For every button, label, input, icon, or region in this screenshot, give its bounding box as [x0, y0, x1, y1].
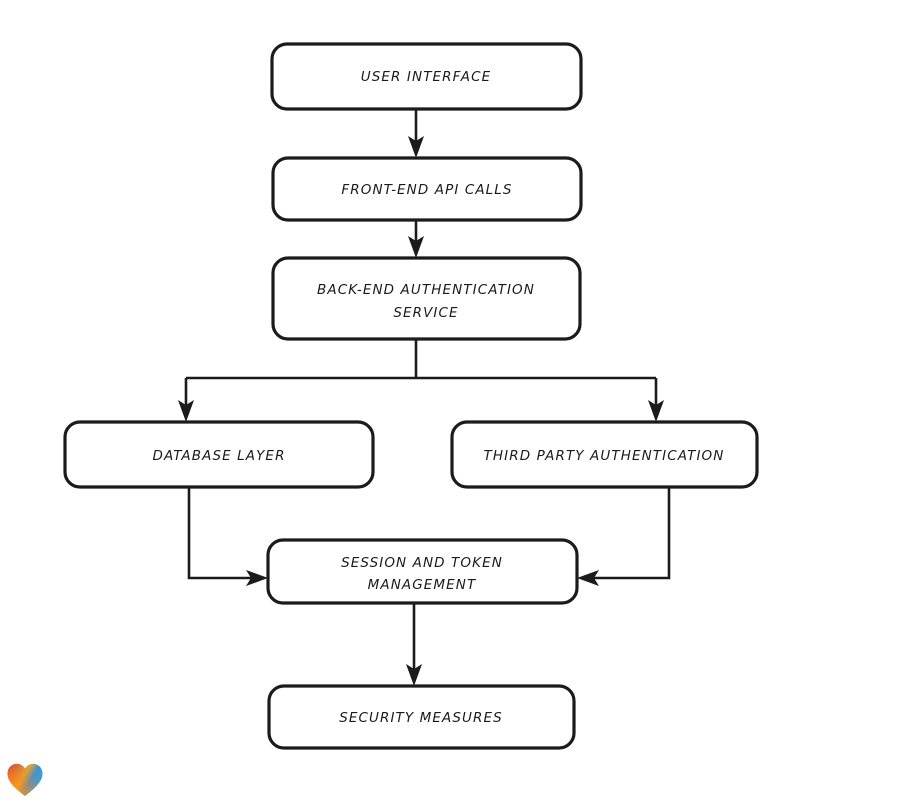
- node-security-measures-box[interactable]: [267, 684, 576, 750]
- node-user-interface-box[interactable]: [270, 42, 583, 111]
- edge-session-to-security: [406, 603, 422, 686]
- node-back-end-auth-service-box[interactable]: [271, 256, 582, 341]
- edge-third-party-to-session: [577, 487, 671, 586]
- node-user-interface-label: USER INTERFACE: [361, 69, 491, 85]
- node-front-end-api-calls[interactable]: FRONT-END API CALLS: [271, 156, 583, 222]
- node-third-party-auth-box[interactable]: [450, 420, 759, 489]
- edge-backend-to-third-party: [648, 378, 664, 422]
- node-back-end-auth-service-label-line1: BACK-END AUTHENTICATION: [317, 282, 535, 298]
- node-user-interface[interactable]: USER INTERFACE: [270, 42, 583, 111]
- node-session-token-mgmt-label-line2: MANAGEMENT: [368, 577, 477, 593]
- node-third-party-auth-label: THIRD PARTY AUTHENTICATION: [484, 448, 725, 464]
- node-security-measures[interactable]: SECURITY MEASURES: [267, 684, 576, 750]
- edge-api-to-backend: [408, 220, 424, 258]
- edge-backend-to-database: [178, 378, 194, 422]
- node-back-end-auth-service-label-line2: SERVICE: [393, 305, 458, 321]
- node-database-layer-label: DATABASE LAYER: [152, 448, 285, 464]
- node-front-end-api-calls-box[interactable]: [271, 156, 583, 222]
- node-session-token-mgmt-box[interactable]: [266, 538, 579, 605]
- edge-ui-to-api: [408, 109, 424, 158]
- node-session-token-mgmt[interactable]: SESSION AND TOKEN MANAGEMENT: [266, 538, 579, 605]
- node-front-end-api-calls-label: FRONT-END API CALLS: [341, 182, 512, 198]
- node-database-layer[interactable]: DATABASE LAYER: [63, 420, 375, 489]
- heart-icon: [7, 763, 43, 796]
- node-third-party-auth[interactable]: THIRD PARTY AUTHENTICATION: [450, 420, 759, 489]
- heart-shape-overlay: [7, 763, 43, 796]
- node-security-measures-label: SECURITY MEASURES: [339, 710, 503, 726]
- node-database-layer-box[interactable]: [63, 420, 375, 489]
- node-session-token-mgmt-label-line1: SESSION AND TOKEN: [341, 555, 503, 571]
- node-back-end-auth-service[interactable]: BACK-END AUTHENTICATION SERVICE: [271, 256, 582, 341]
- edge-database-to-session: [187, 487, 268, 586]
